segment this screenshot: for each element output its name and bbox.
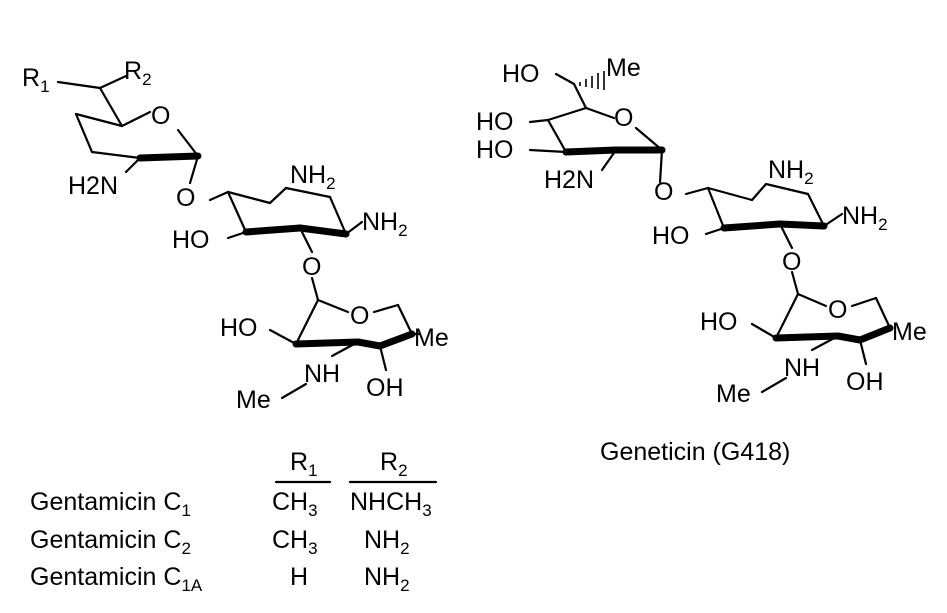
geneticin-side-chain xyxy=(554,71,605,110)
gentamicin-nh2-right: NH2 xyxy=(362,208,408,240)
geneticin-o-link1: O xyxy=(654,178,673,206)
gentamicin-h2n-label: H2N xyxy=(68,172,118,200)
gentamicin-oh-bottom: OH xyxy=(366,374,404,402)
geneticin-o-link2: O xyxy=(782,248,801,276)
gentamicin-r2-label: R2 xyxy=(124,57,152,89)
geneticin-me-top: Me xyxy=(606,54,641,82)
geneticin-structure: HO Me HO HO O H2N O NH2 NH2 HO O O HO Me… xyxy=(476,54,927,466)
geneticin-me-right: Me xyxy=(892,318,927,346)
gentamicin-me-bottom: Me xyxy=(236,386,271,414)
geneticin-oh-bottom: OH xyxy=(846,368,884,396)
gentamicin-r1-label: R1 xyxy=(22,64,50,96)
geneticin-nh-label: NH xyxy=(784,354,820,382)
geneticin-ring-1 xyxy=(528,106,666,184)
gentamicin-ho-mid: HO xyxy=(172,226,210,254)
geneticin-ring-2 xyxy=(684,182,844,250)
table-row-r2: NHCH3 xyxy=(350,488,432,520)
gentamicin-nh2-top: NH2 xyxy=(290,161,336,193)
geneticin-h2n-label: H2N xyxy=(544,166,594,194)
gentamicin-nh-label: NH xyxy=(304,360,340,388)
table-row-r2: NH2 xyxy=(364,526,410,558)
table-row-name: Gentamicin C1 xyxy=(30,488,191,520)
geneticin-ring-o-top: O xyxy=(614,104,633,132)
table-row-name: Gentamicin C2 xyxy=(30,526,191,558)
table-header-r2: R2 xyxy=(380,448,408,480)
geneticin-me-bottom: Me xyxy=(716,380,751,408)
geneticin-ho-mid: HO xyxy=(652,222,690,250)
gentamicin-ring-2 xyxy=(208,186,364,254)
table-row-r1: CH3 xyxy=(272,526,318,558)
gentamicin-o-link1: O xyxy=(176,184,195,212)
geneticin-caption: Geneticin (G418) xyxy=(600,438,790,466)
geneticin-ring-o-bottom: O xyxy=(828,296,847,324)
table-header-r1: R1 xyxy=(290,448,318,480)
table-row-r1: CH3 xyxy=(272,488,318,520)
geneticin-nh2-right: NH2 xyxy=(842,202,888,234)
geneticin-nh2-top: NH2 xyxy=(768,156,814,188)
gentamicin-ho-bottom: HO xyxy=(220,314,258,342)
gentamicin-table: R1 R2 Gentamicin C1 CH3 NHCH3 Gentamicin… xyxy=(30,448,438,595)
geneticin-ring-3 xyxy=(750,270,894,394)
gentamicin-ring-o-bottom: O xyxy=(350,302,369,330)
table-row-r2: NH2 xyxy=(364,563,410,595)
table-row-r1: H xyxy=(290,563,308,591)
gentamicin-structure: R1 R2 O H2N O NH2 NH2 HO O O HO Me NH Me… xyxy=(22,57,449,414)
geneticin-hashed-bond xyxy=(579,71,605,90)
gentamicin-ring-3 xyxy=(268,276,422,400)
geneticin-ho-bottom: HO xyxy=(700,308,738,336)
table-row-name: Gentamicin C1A xyxy=(30,563,203,595)
gentamicin-ring-o-top: O xyxy=(151,102,170,130)
gentamicin-o-link2: O xyxy=(302,253,321,281)
gentamicin-me-right: Me xyxy=(414,324,449,352)
geneticin-ho-1: HO xyxy=(476,108,514,136)
geneticin-ho-2: HO xyxy=(476,136,514,164)
geneticin-ho-top: HO xyxy=(502,60,540,88)
gentamicin-ring-1 xyxy=(56,74,202,185)
